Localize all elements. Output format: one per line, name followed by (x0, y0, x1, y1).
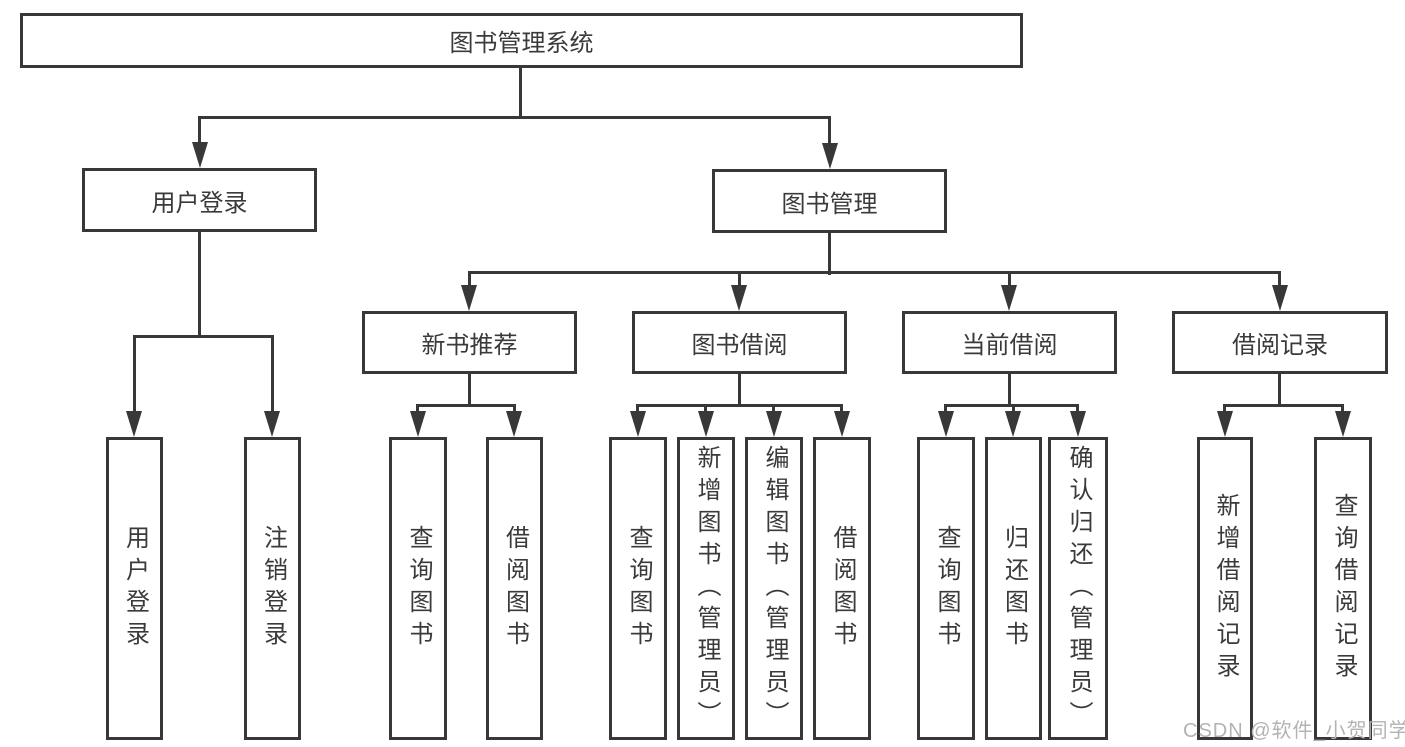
connector-line (1008, 374, 1011, 406)
connector-line (738, 273, 741, 287)
connector-line (828, 118, 831, 146)
connector-line (468, 271, 1281, 274)
leaf-edit-books-admin: 编辑图书（管理员） (745, 437, 803, 740)
leaf-borrow-books-1-label: 借阅图书 (501, 524, 529, 653)
arrow-down-icon (766, 411, 782, 437)
connector-line (416, 404, 516, 407)
leaf-query-books-2: 查询图书 (609, 437, 667, 740)
node-current-borrow-label: 当前借阅 (961, 332, 1058, 359)
connector-line (636, 404, 843, 407)
node-user-login-label: 用户登录 (151, 189, 248, 217)
watermark: CSDN @软件_小贺同学 (1183, 720, 1405, 742)
connector-line (1008, 273, 1011, 287)
arrow-down-icon (264, 411, 280, 437)
node-current-borrow: 当前借阅 (902, 311, 1117, 374)
arrow-down-icon (1335, 411, 1351, 437)
connector-line (1341, 406, 1344, 413)
leaf-edit-books-admin-label: 编辑图书（管理员） (761, 444, 788, 733)
leaf-user-login: 用户登录 (106, 437, 163, 740)
node-book-borrow-label: 图书借阅 (691, 332, 788, 359)
node-book-borrow: 图书借阅 (632, 311, 847, 374)
leaf-logout: 注销登录 (244, 437, 301, 740)
leaf-add-books-admin-label: 新增图书（管理员） (693, 444, 720, 733)
connector-line (133, 335, 274, 338)
connector-line (944, 404, 1079, 407)
connector-line (198, 116, 831, 119)
connector-line (1076, 406, 1079, 413)
leaf-logout-label: 注销登录 (259, 524, 287, 653)
arrow-down-icon (630, 411, 646, 437)
node-borrow-records: 借阅记录 (1172, 311, 1388, 374)
connector-line (1223, 406, 1226, 413)
arrow-down-icon (410, 411, 426, 437)
connector-line (828, 233, 831, 275)
arrow-down-icon (1070, 411, 1086, 437)
connector-line (944, 406, 947, 413)
arrow-down-icon (461, 285, 477, 311)
arrow-down-icon (1001, 285, 1017, 311)
leaf-query-books-1: 查询图书 (389, 437, 447, 740)
arrow-down-icon (1217, 411, 1233, 437)
node-root: 图书管理系统 (20, 13, 1023, 68)
connector-line (271, 337, 274, 413)
leaf-return-books: 归还图书 (985, 437, 1042, 740)
connector-line (198, 118, 201, 146)
arrow-down-icon (731, 285, 747, 311)
arrow-down-icon (506, 411, 522, 437)
connector-line (704, 406, 707, 413)
node-book-management: 图书管理 (712, 169, 947, 233)
leaf-query-borrow-record-label: 查询借阅记录 (1330, 492, 1357, 685)
leaf-borrow-books-2-label: 借阅图书 (829, 524, 856, 653)
leaf-confirm-return-admin: 确认归还（管理员） (1048, 437, 1108, 740)
node-new-book-recommend: 新书推荐 (362, 311, 577, 374)
connector-line (1278, 374, 1281, 406)
node-new-book-recommend-label: 新书推荐 (421, 332, 518, 359)
node-book-management-label: 图书管理 (781, 190, 878, 218)
arrow-down-icon (1005, 411, 1021, 437)
arrow-down-icon (1272, 285, 1288, 311)
leaf-return-books-label: 归还图书 (1000, 524, 1028, 653)
arrow-down-icon (834, 411, 850, 437)
arrow-down-icon (822, 143, 838, 169)
connector-line (772, 406, 775, 413)
leaf-query-books-3: 查询图书 (917, 437, 975, 740)
connector-line (513, 406, 516, 413)
connector-line (468, 374, 471, 406)
leaf-query-books-1-label: 查询图书 (405, 524, 432, 653)
connector-line (1223, 404, 1344, 407)
arrow-down-icon (126, 411, 142, 437)
connector-line (1278, 273, 1281, 287)
arrow-down-icon (698, 411, 714, 437)
leaf-query-books-2-label: 查询图书 (625, 524, 652, 653)
connector-line (416, 406, 419, 413)
leaf-query-books-3-label: 查询图书 (933, 524, 960, 653)
arrow-down-icon (192, 142, 208, 168)
node-root-label: 图书管理系统 (449, 30, 594, 57)
leaf-borrow-books-2: 借阅图书 (813, 437, 871, 740)
node-borrow-records-label: 借阅记录 (1232, 332, 1328, 359)
connector-line (468, 273, 471, 287)
connector-line (840, 406, 843, 413)
leaf-add-borrow-record: 新增借阅记录 (1197, 437, 1253, 740)
node-user-login: 用户登录 (82, 168, 317, 232)
leaf-query-borrow-record: 查询借阅记录 (1314, 437, 1372, 740)
leaf-confirm-return-admin-label: 确认归还（管理员） (1065, 444, 1092, 733)
connector-line (1012, 406, 1015, 413)
connector-line (133, 337, 136, 413)
connector-line (738, 374, 741, 406)
arrow-down-icon (938, 411, 954, 437)
connector-line (519, 68, 522, 118)
leaf-user-login-label: 用户登录 (121, 524, 149, 653)
connector-line (636, 406, 639, 413)
leaf-add-borrow-record-label: 新增借阅记录 (1212, 492, 1239, 685)
connector-line (198, 232, 201, 338)
leaf-borrow-books-1: 借阅图书 (486, 437, 543, 740)
leaf-add-books-admin: 新增图书（管理员） (677, 437, 735, 740)
